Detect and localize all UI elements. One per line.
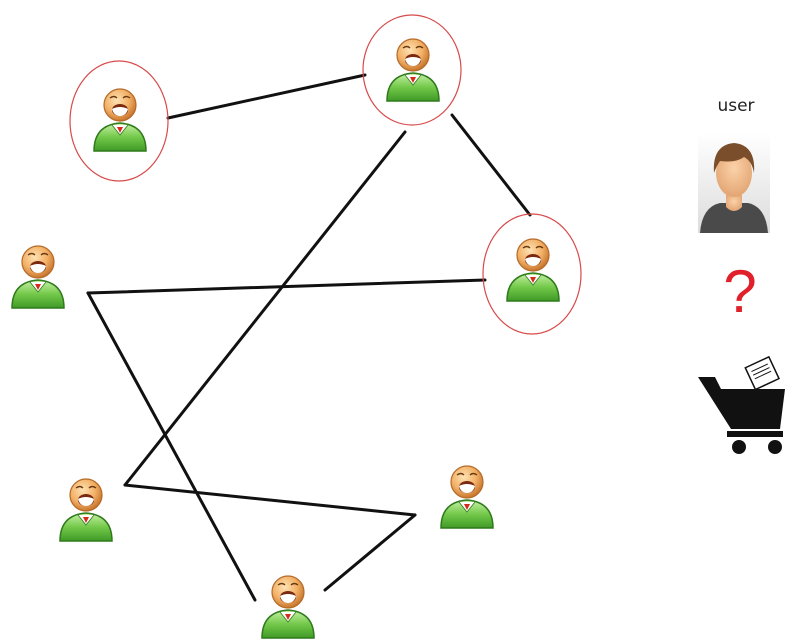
person-node-icon[interactable] xyxy=(440,465,494,529)
person-node-icon[interactable] xyxy=(11,245,65,309)
edge-line xyxy=(166,73,367,120)
edge-line xyxy=(123,483,417,517)
person-node-icon[interactable] xyxy=(506,238,560,302)
question-mark-icon: ? xyxy=(723,258,757,325)
shopping-cart-icon xyxy=(698,355,785,454)
person-node-icon[interactable] xyxy=(59,478,113,542)
person-node-icon[interactable] xyxy=(261,575,315,639)
edge-line xyxy=(323,513,417,592)
user-portrait-icon xyxy=(698,133,770,233)
person-node-icon[interactable] xyxy=(93,88,147,152)
edge-line xyxy=(86,278,487,295)
edge-line xyxy=(123,130,407,487)
user-label: user xyxy=(717,96,755,116)
highlight-ring xyxy=(482,213,582,335)
highlight-ring xyxy=(69,60,169,182)
edge-line xyxy=(86,291,257,602)
graph-edges xyxy=(86,73,532,602)
person-node-icon[interactable] xyxy=(386,38,440,102)
edge-line xyxy=(450,113,532,217)
highlight-ring xyxy=(362,14,462,126)
